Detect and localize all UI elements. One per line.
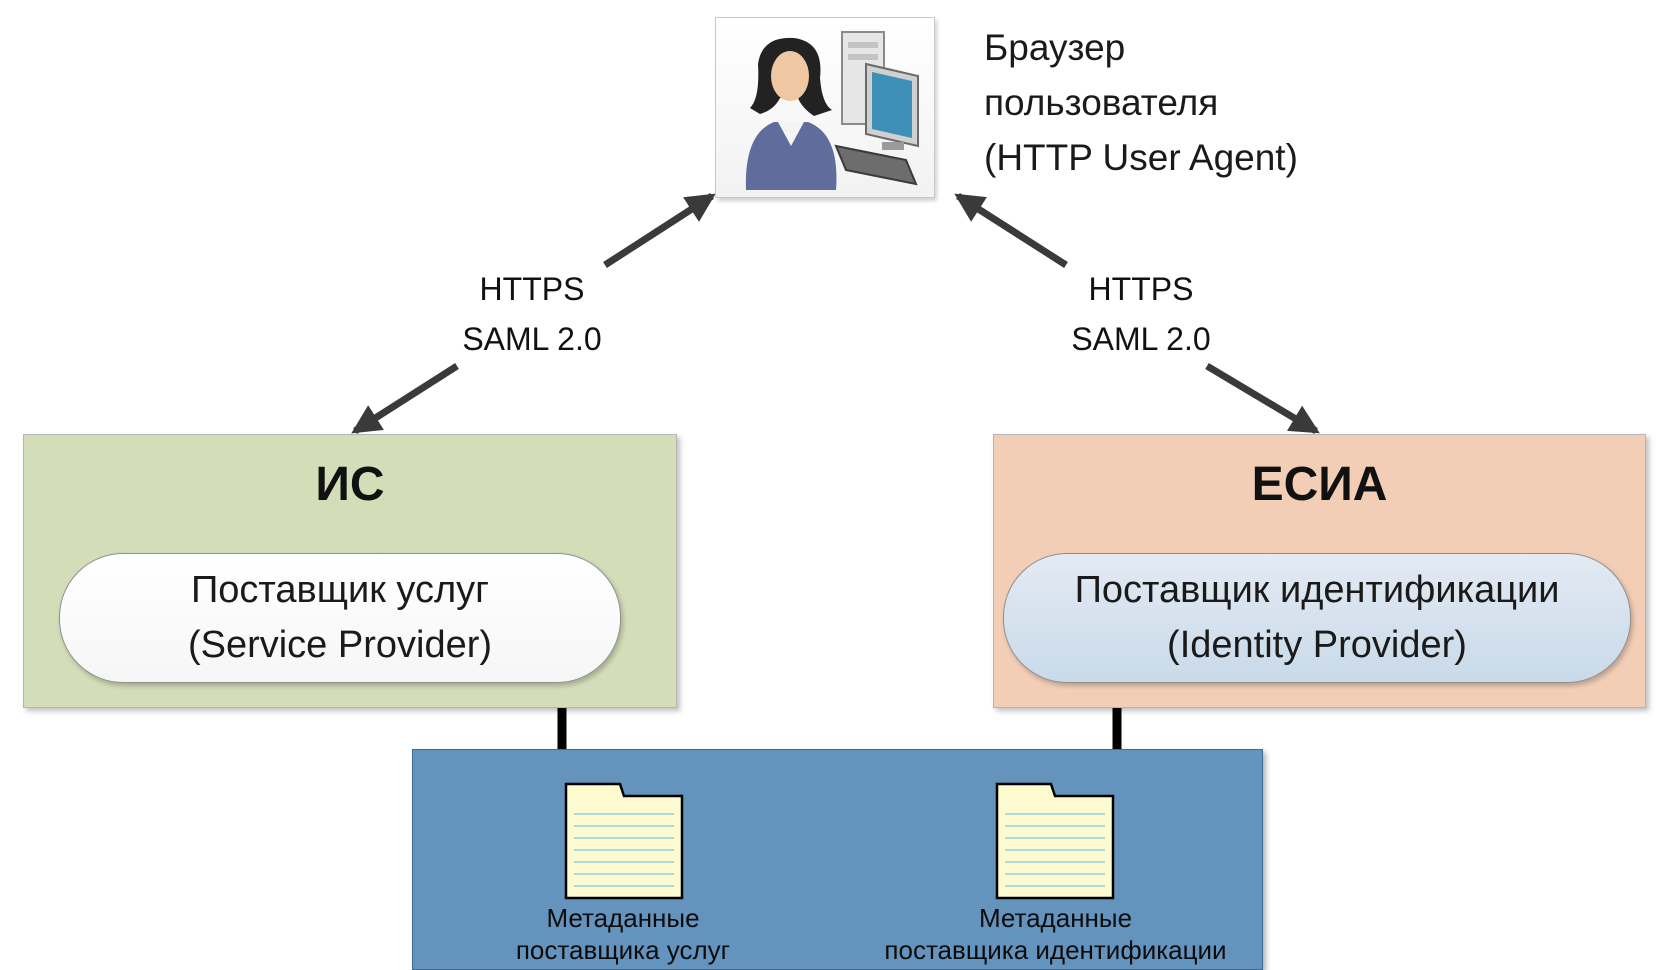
user-agent-label-line: (HTTP User Agent) — [984, 137, 1298, 178]
identity-provider-node: Поставщик идентификации (Identity Provid… — [1003, 553, 1631, 683]
protocol-line: SAML 2.0 — [462, 321, 602, 357]
identity-provider-label-line: (Identity Provider) — [1167, 624, 1467, 666]
metadata-label-line: поставщика идентификации — [884, 935, 1227, 965]
user-computer-icon — [745, 31, 919, 190]
protocol-line: HTTPS — [1088, 271, 1194, 307]
arrow-to-browser-right — [954, 193, 1068, 268]
metadata-label-line: Метаданные — [546, 903, 700, 933]
user-agent-card — [715, 17, 935, 198]
is-panel-title: ИС — [315, 458, 385, 511]
document-icon — [995, 782, 1115, 900]
user-agent-label: Браузер пользователя (HTTP User Agent) — [984, 20, 1364, 185]
is-panel: ИС Поставщик услуг (Service Provider) — [23, 434, 677, 708]
identity-provider-label-line: Поставщик идентификации — [1074, 569, 1560, 611]
metadata-label-line: поставщика услуг — [515, 935, 731, 965]
protocol-label-left: HTTPS SAML 2.0 — [432, 264, 632, 364]
service-provider-label-line: Поставщик услуг — [190, 569, 490, 611]
protocol-label-right: HTTPS SAML 2.0 — [1041, 264, 1241, 364]
service-provider-node: Поставщик услуг (Service Provider) — [59, 553, 621, 683]
arrow-to-identity-provider — [1205, 362, 1320, 435]
protocol-line: SAML 2.0 — [1071, 321, 1211, 357]
identity-provider-metadata-label: Метаданные поставщика идентификации — [853, 902, 1258, 966]
metadata-panel: Метаданные поставщика услуг Метаданные п… — [412, 749, 1263, 970]
protocol-line: HTTPS — [479, 271, 585, 307]
esia-panel: ЕСИА Поставщик идентификации (Identity P… — [993, 434, 1646, 708]
arrow-to-service-provider — [351, 363, 459, 434]
user-agent-label-line: пользователя — [984, 82, 1219, 123]
user-agent-label-line: Браузер — [984, 27, 1126, 68]
esia-panel-title: ЕСИА — [1251, 458, 1388, 511]
arrow-to-browser-left — [603, 193, 716, 268]
service-provider-label-line: (Service Provider) — [187, 624, 493, 666]
document-icon — [564, 782, 684, 900]
metadata-label-line: Метаданные — [978, 903, 1133, 933]
service-provider-metadata-label: Метаданные поставщика услуг — [493, 902, 753, 966]
